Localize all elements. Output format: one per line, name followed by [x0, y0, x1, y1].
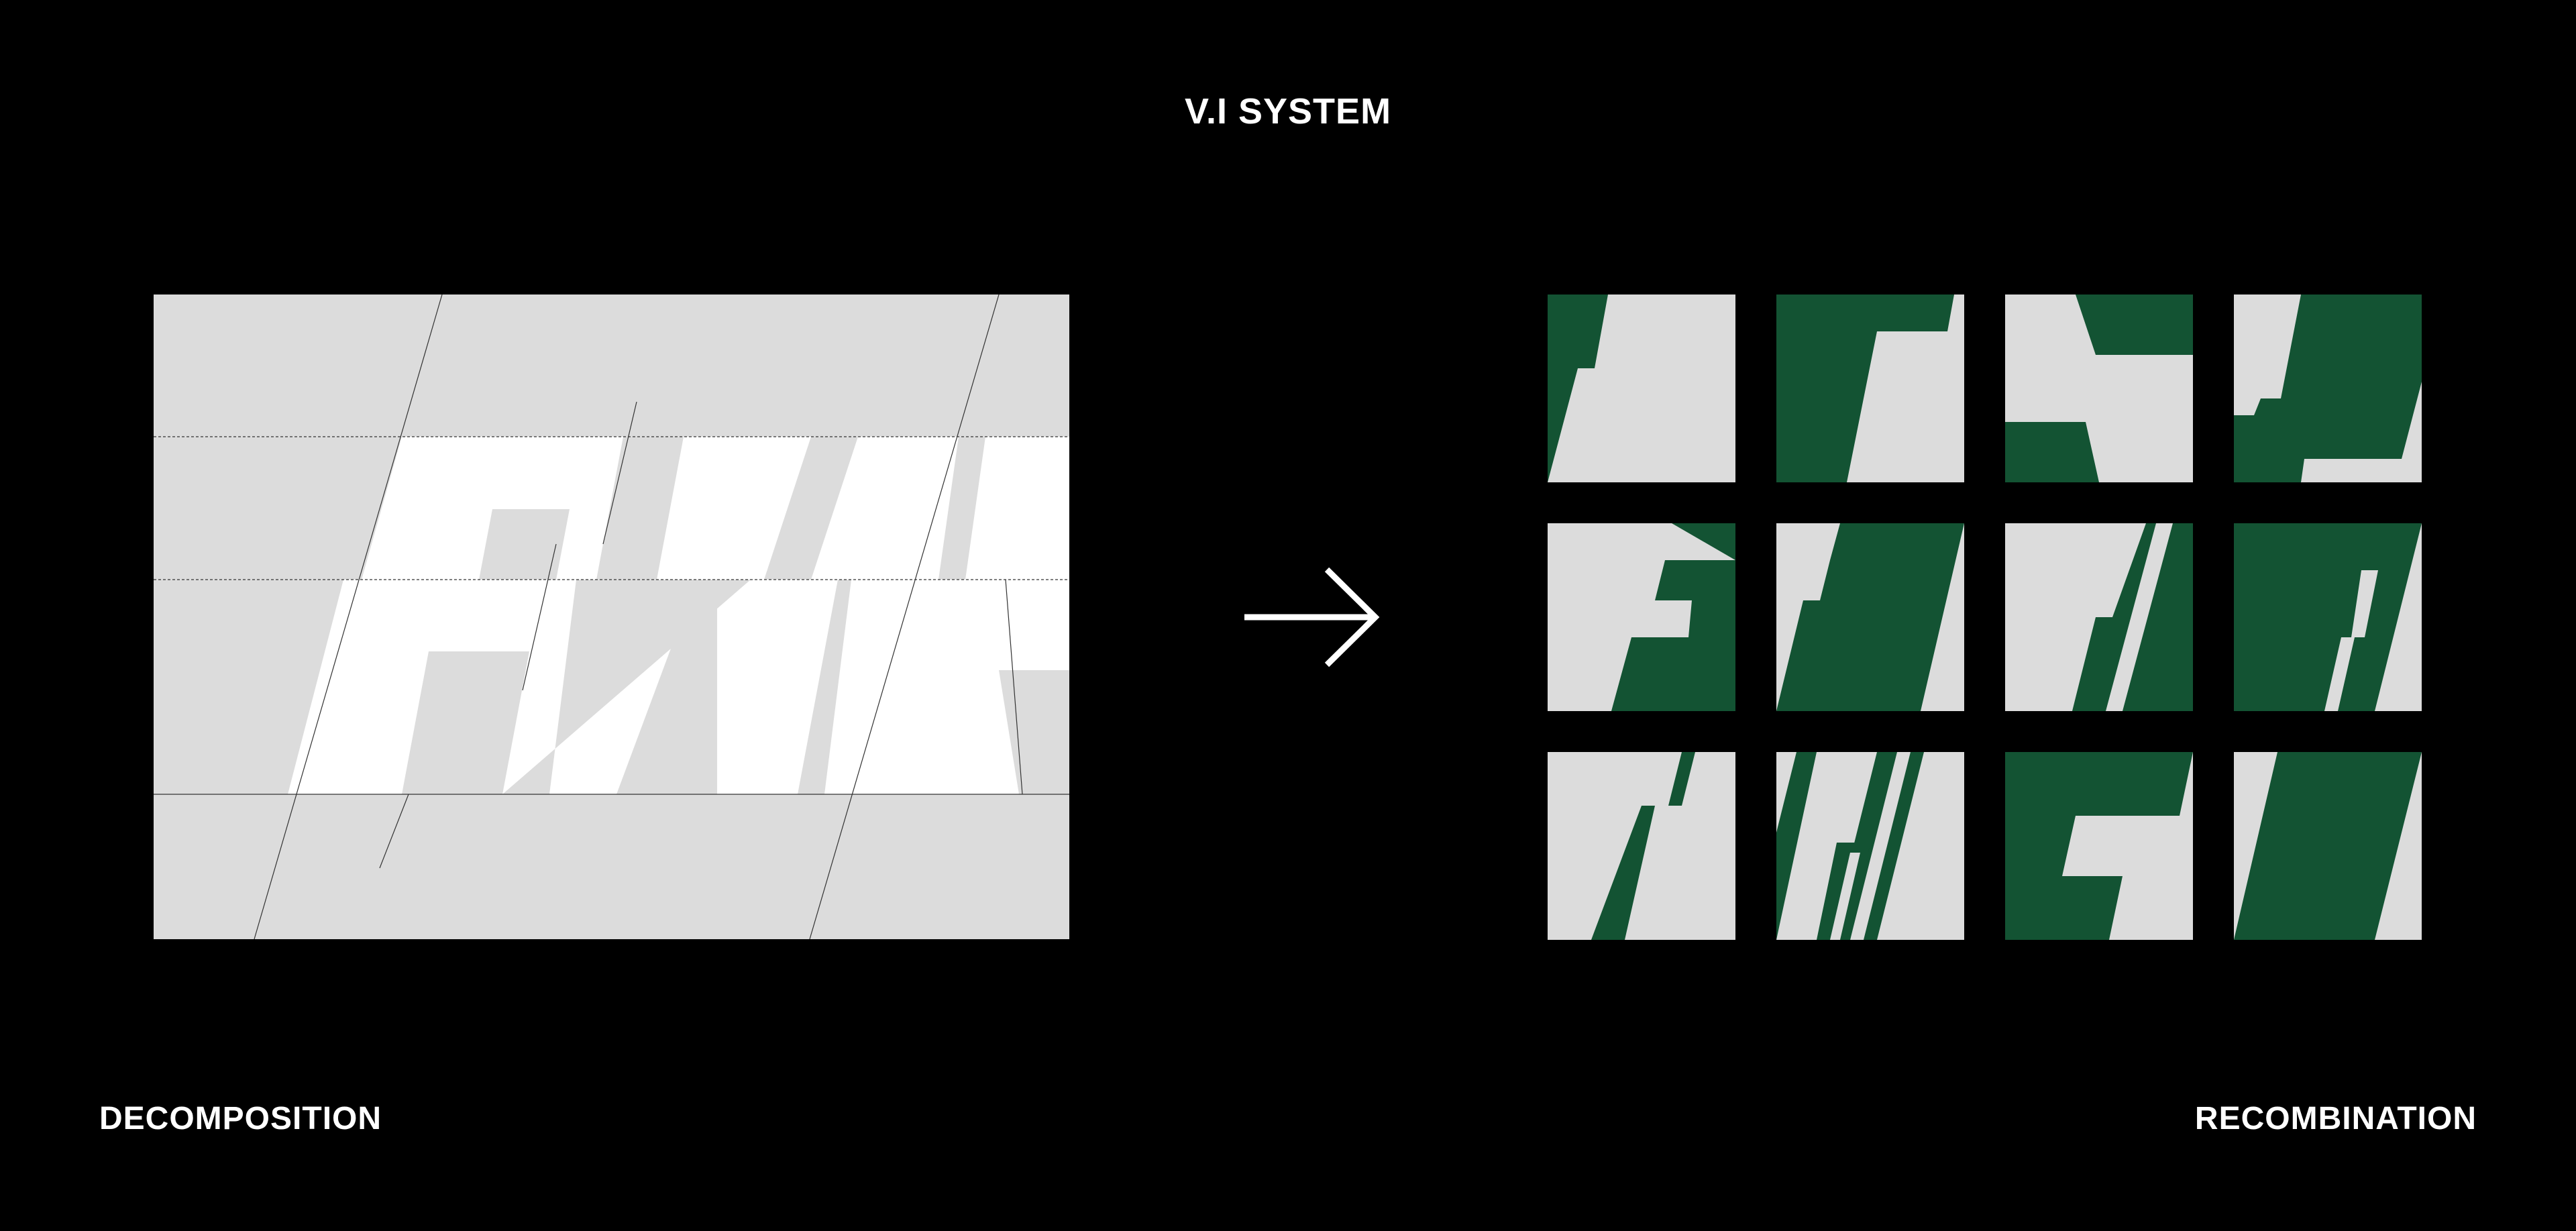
tile — [1548, 295, 1735, 482]
tile — [2005, 523, 2193, 711]
tile — [1776, 752, 1964, 940]
arrow-right-icon — [1244, 567, 1380, 667]
recombination-label: RECOMBINATION — [2194, 1101, 2477, 1136]
decomposition-label: DECOMPOSITION — [99, 1101, 382, 1136]
tile — [2005, 295, 2193, 482]
tile — [1776, 295, 1964, 482]
tile — [2234, 523, 2422, 711]
tile — [1776, 523, 1964, 711]
recombination-grid — [1548, 295, 2422, 940]
decomposition-panel — [154, 295, 1069, 939]
tile — [1548, 523, 1735, 711]
page-title: V.I SYSTEM — [1184, 91, 1392, 131]
tile — [2234, 752, 2422, 940]
tile — [2234, 295, 2422, 482]
tile — [1548, 752, 1735, 940]
tile — [2005, 752, 2193, 940]
